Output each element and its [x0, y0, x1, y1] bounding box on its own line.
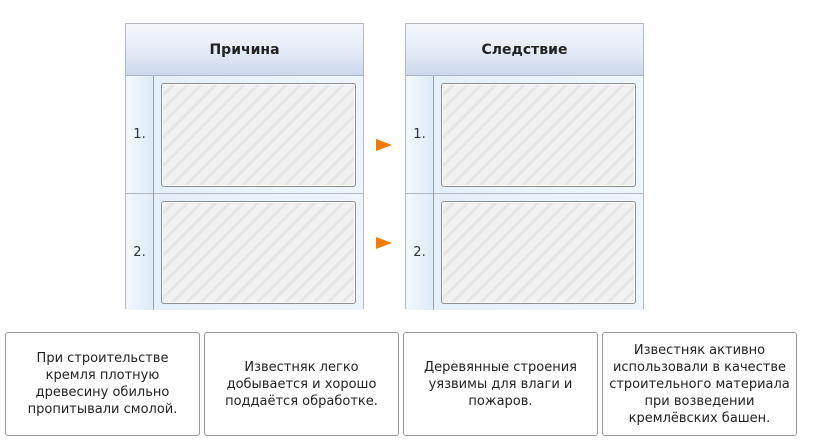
effect-drop-zone-2[interactable] — [441, 201, 636, 304]
draggable-card[interactable]: При строительстве кремля плотную древеси… — [5, 332, 200, 436]
effect-drop-zone-1[interactable] — [441, 83, 636, 187]
draggable-card[interactable]: Деревянные строения уязвимы для влаги и … — [403, 332, 598, 436]
effect-row-1: 1. — [406, 76, 643, 193]
draggable-card[interactable]: Известняк легко добывается и хорошо подд… — [204, 332, 399, 436]
cause-table: Причина 1. 2. — [125, 23, 364, 310]
effect-header: Следствие — [406, 24, 643, 76]
row-number: 2. — [126, 194, 154, 310]
cause-drop-zone-2[interactable] — [161, 201, 356, 304]
arrow-right-icon — [376, 139, 392, 151]
answer-cards: При строительстве кремля плотную древеси… — [5, 332, 797, 436]
effect-row-2: 2. — [406, 193, 643, 310]
row-number: 2. — [406, 194, 434, 310]
effect-table: Следствие 1. 2. — [405, 23, 644, 310]
row-number: 1. — [406, 76, 434, 193]
cause-row-2: 2. — [126, 193, 363, 310]
arrow-right-icon — [376, 237, 392, 249]
draggable-card[interactable]: Известняк активно использовали в качеств… — [602, 332, 797, 436]
row-number: 1. — [126, 76, 154, 193]
cause-drop-zone-1[interactable] — [161, 83, 356, 187]
cause-row-1: 1. — [126, 76, 363, 193]
cause-header: Причина — [126, 24, 363, 76]
